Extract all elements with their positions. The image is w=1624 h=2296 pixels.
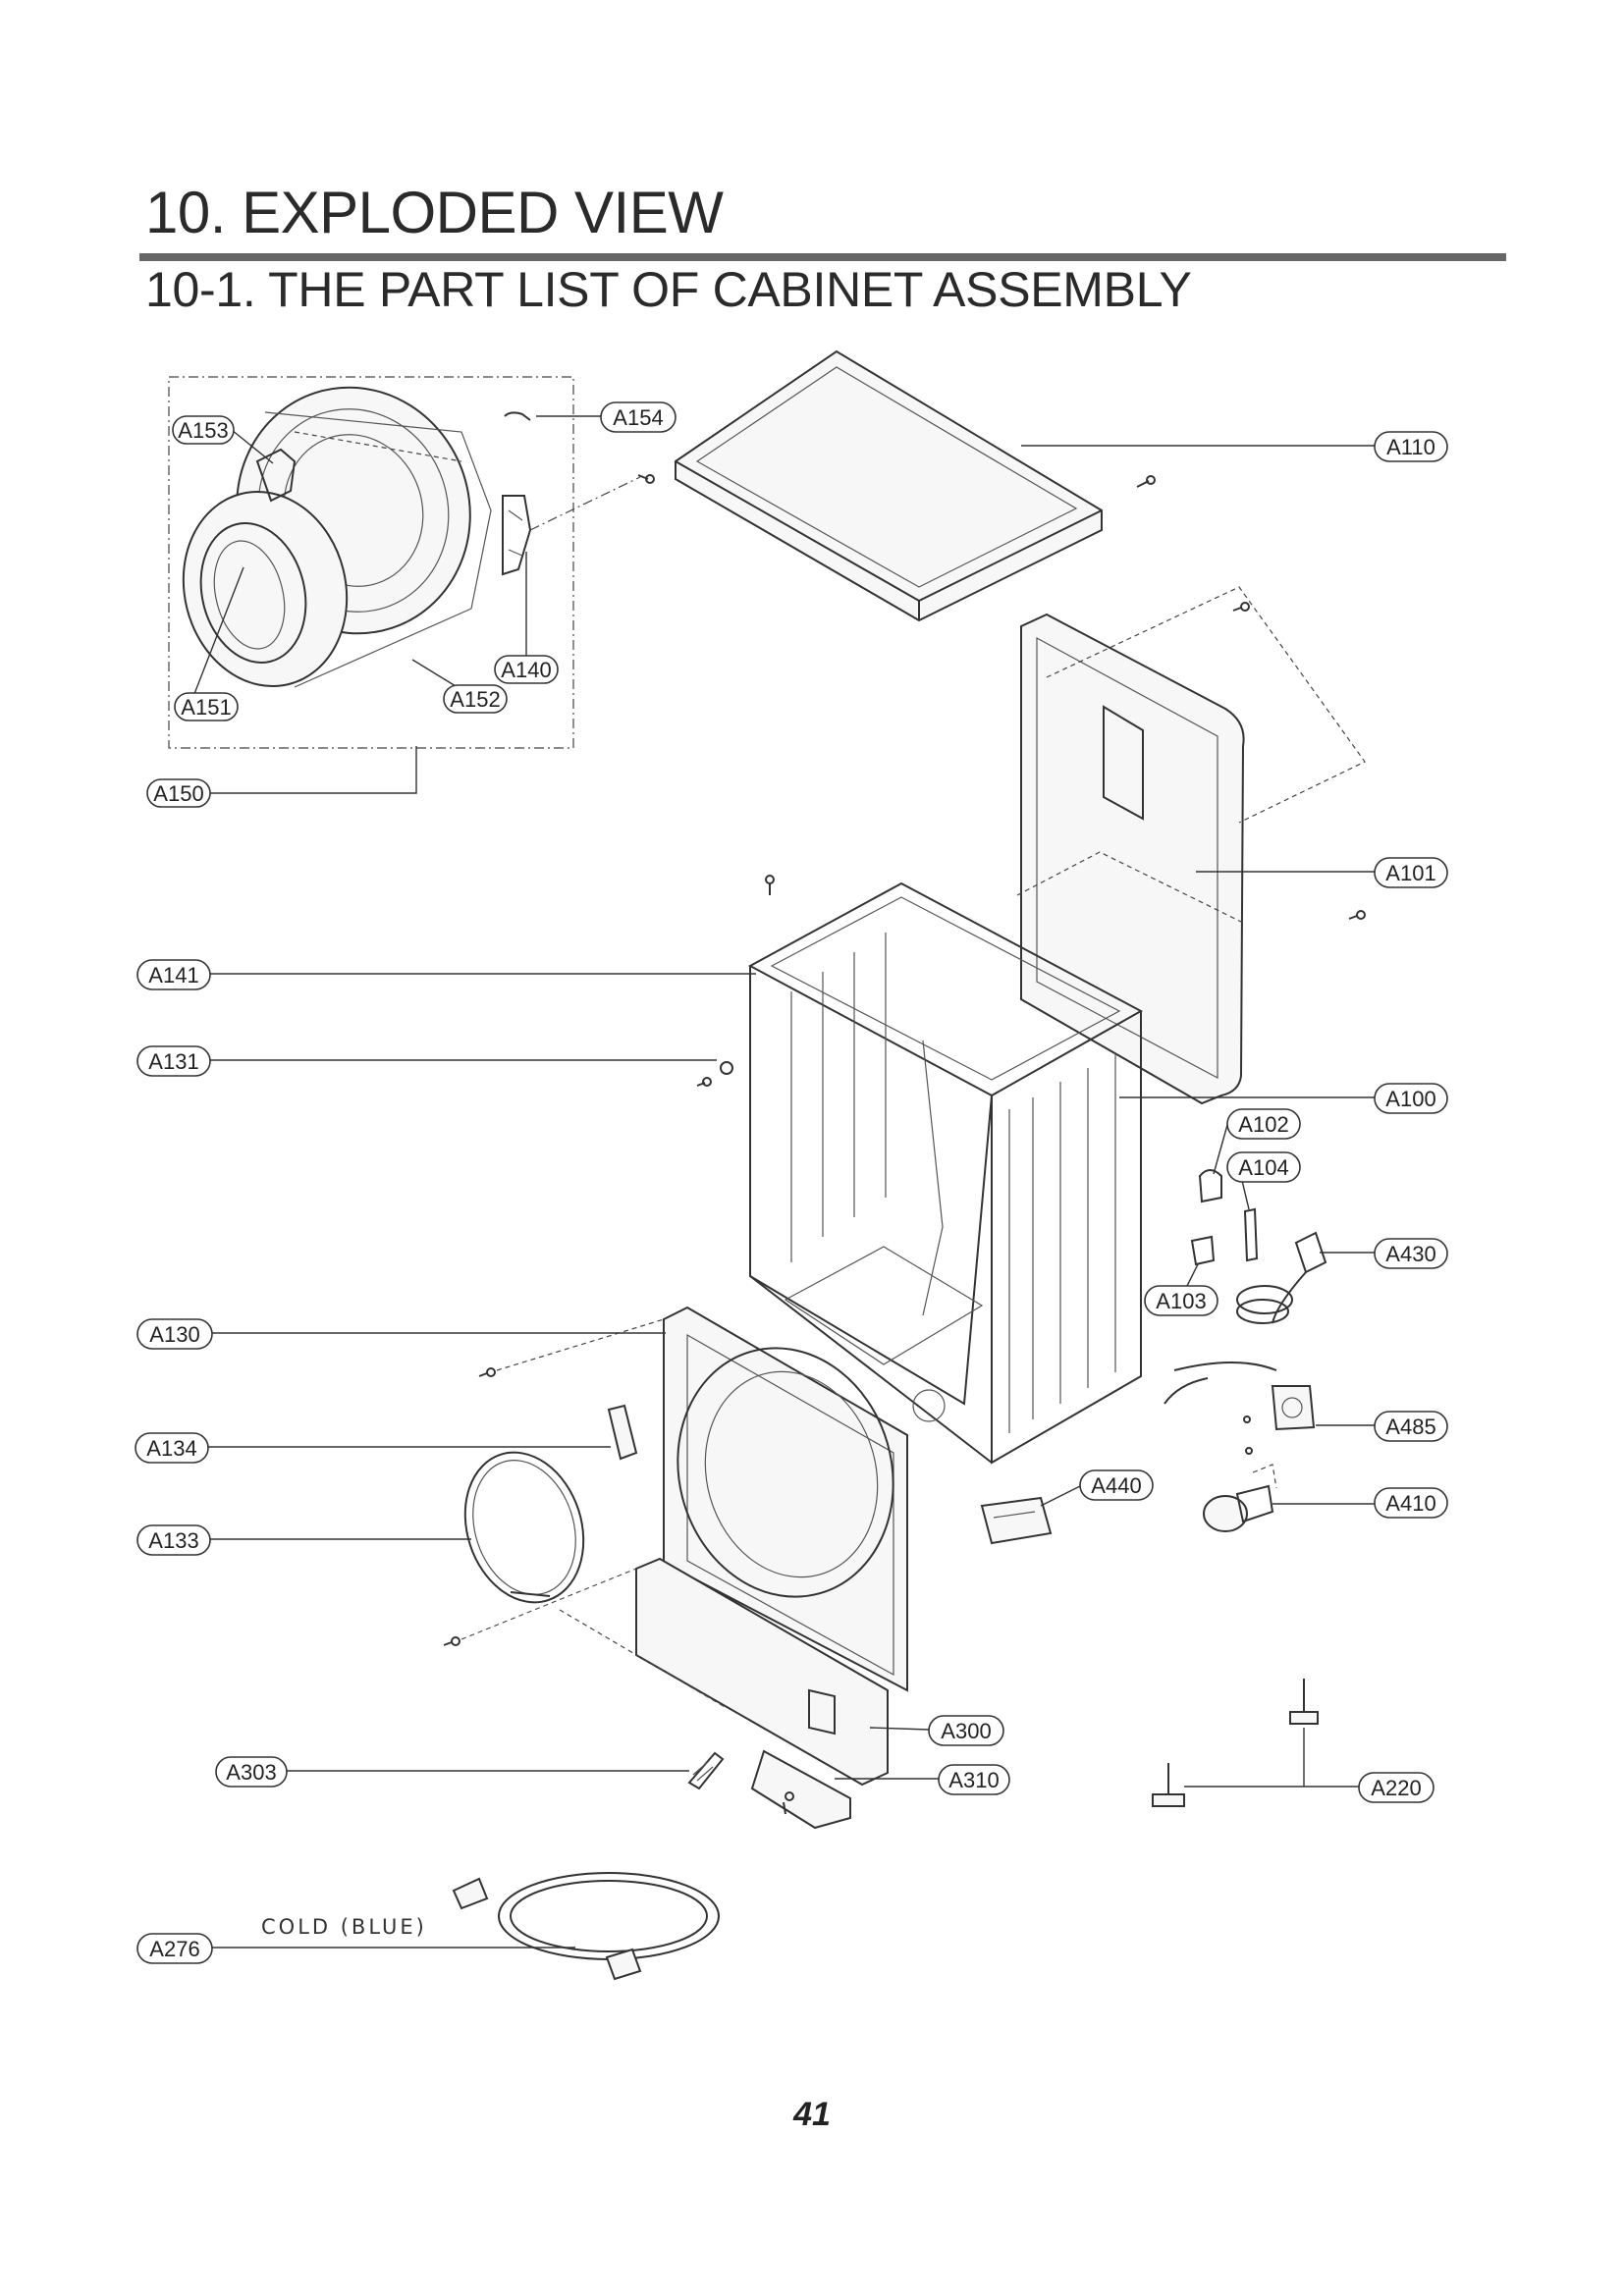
- svg-text:A300: A300: [941, 1719, 991, 1743]
- part-label-a110: A110: [1374, 431, 1448, 462]
- part-label-a101: A101: [1374, 857, 1448, 888]
- svg-text:A310: A310: [948, 1768, 999, 1792]
- svg-text:A101: A101: [1385, 861, 1435, 885]
- filter-spring: [687, 1751, 725, 1790]
- page-title: 10. EXPLODED VIEW: [145, 180, 724, 245]
- part-label-a104: A104: [1226, 1151, 1301, 1183]
- part-label-a485: A485: [1374, 1411, 1448, 1442]
- part-label-a140: A140: [494, 655, 559, 684]
- svg-text:A276: A276: [149, 1937, 199, 1961]
- part-label-a103: A103: [1144, 1285, 1218, 1316]
- part-label-a102: A102: [1226, 1108, 1301, 1140]
- part-label-a154: A154: [600, 401, 677, 433]
- svg-text:A220: A220: [1371, 1776, 1421, 1800]
- front-panel: [443, 1306, 908, 1830]
- svg-text:A154: A154: [613, 405, 663, 430]
- hose-color-note: COLD (BLUE): [261, 1915, 427, 1939]
- leader-lines: [191, 415, 1375, 1949]
- svg-text:A151: A151: [181, 695, 231, 720]
- svg-text:A430: A430: [1385, 1242, 1435, 1266]
- svg-text:A130: A130: [149, 1322, 199, 1347]
- svg-text:A134: A134: [146, 1436, 196, 1461]
- feet-parts: [1152, 1679, 1359, 1807]
- page-number: 41: [793, 2096, 831, 2133]
- part-label-a150: A150: [146, 778, 211, 808]
- svg-text:A100: A100: [1385, 1087, 1435, 1111]
- part-label-a310: A310: [938, 1764, 1010, 1795]
- part-label-a131: A131: [136, 1045, 211, 1077]
- back-cover: [1016, 586, 1366, 1105]
- svg-text:A485: A485: [1385, 1415, 1435, 1439]
- part-label-a152: A152: [443, 684, 508, 714]
- svg-text:A150: A150: [153, 781, 203, 806]
- door-assembly-group: [168, 376, 655, 749]
- part-label-a303: A303: [215, 1756, 288, 1788]
- svg-text:A102: A102: [1238, 1112, 1288, 1137]
- svg-text:A152: A152: [450, 687, 500, 712]
- part-label-a300: A300: [928, 1715, 1004, 1746]
- inlet-hose: [452, 1872, 720, 1981]
- top-plate: [675, 349, 1156, 622]
- part-label-a220: A220: [1358, 1772, 1435, 1803]
- svg-text:A110: A110: [1386, 435, 1435, 459]
- svg-text:A440: A440: [1091, 1473, 1141, 1498]
- section-title: 10-1. THE PART LIST OF CABINET ASSEMBLY: [145, 262, 1192, 317]
- part-label-a130: A130: [136, 1318, 213, 1350]
- part-label-a100: A100: [1374, 1083, 1448, 1114]
- part-label-a153: A153: [172, 415, 235, 445]
- part-label-a430: A430: [1374, 1238, 1448, 1269]
- svg-text:A140: A140: [501, 658, 551, 682]
- title-rule: [139, 253, 1506, 261]
- svg-text:A103: A103: [1156, 1289, 1206, 1313]
- part-label-a151: A151: [174, 692, 239, 721]
- part-label-a134: A134: [135, 1432, 209, 1464]
- svg-text:A104: A104: [1238, 1155, 1288, 1180]
- svg-text:A410: A410: [1385, 1491, 1435, 1516]
- part-label-a276: A276: [136, 1933, 213, 1964]
- part-label-a440: A440: [1079, 1469, 1154, 1501]
- part-label-a141: A141: [136, 959, 211, 990]
- electrical-parts: [980, 1169, 1327, 1545]
- part-label-a410: A410: [1374, 1487, 1448, 1519]
- gasket-parts: [463, 1404, 638, 1604]
- svg-text:A133: A133: [148, 1528, 198, 1553]
- part-label-a133: A133: [136, 1524, 211, 1556]
- svg-text:A303: A303: [226, 1760, 276, 1785]
- svg-text:A131: A131: [148, 1049, 198, 1074]
- cabinet-body: [696, 875, 1144, 1465]
- svg-text:A141: A141: [148, 963, 198, 988]
- svg-text:A153: A153: [178, 418, 228, 443]
